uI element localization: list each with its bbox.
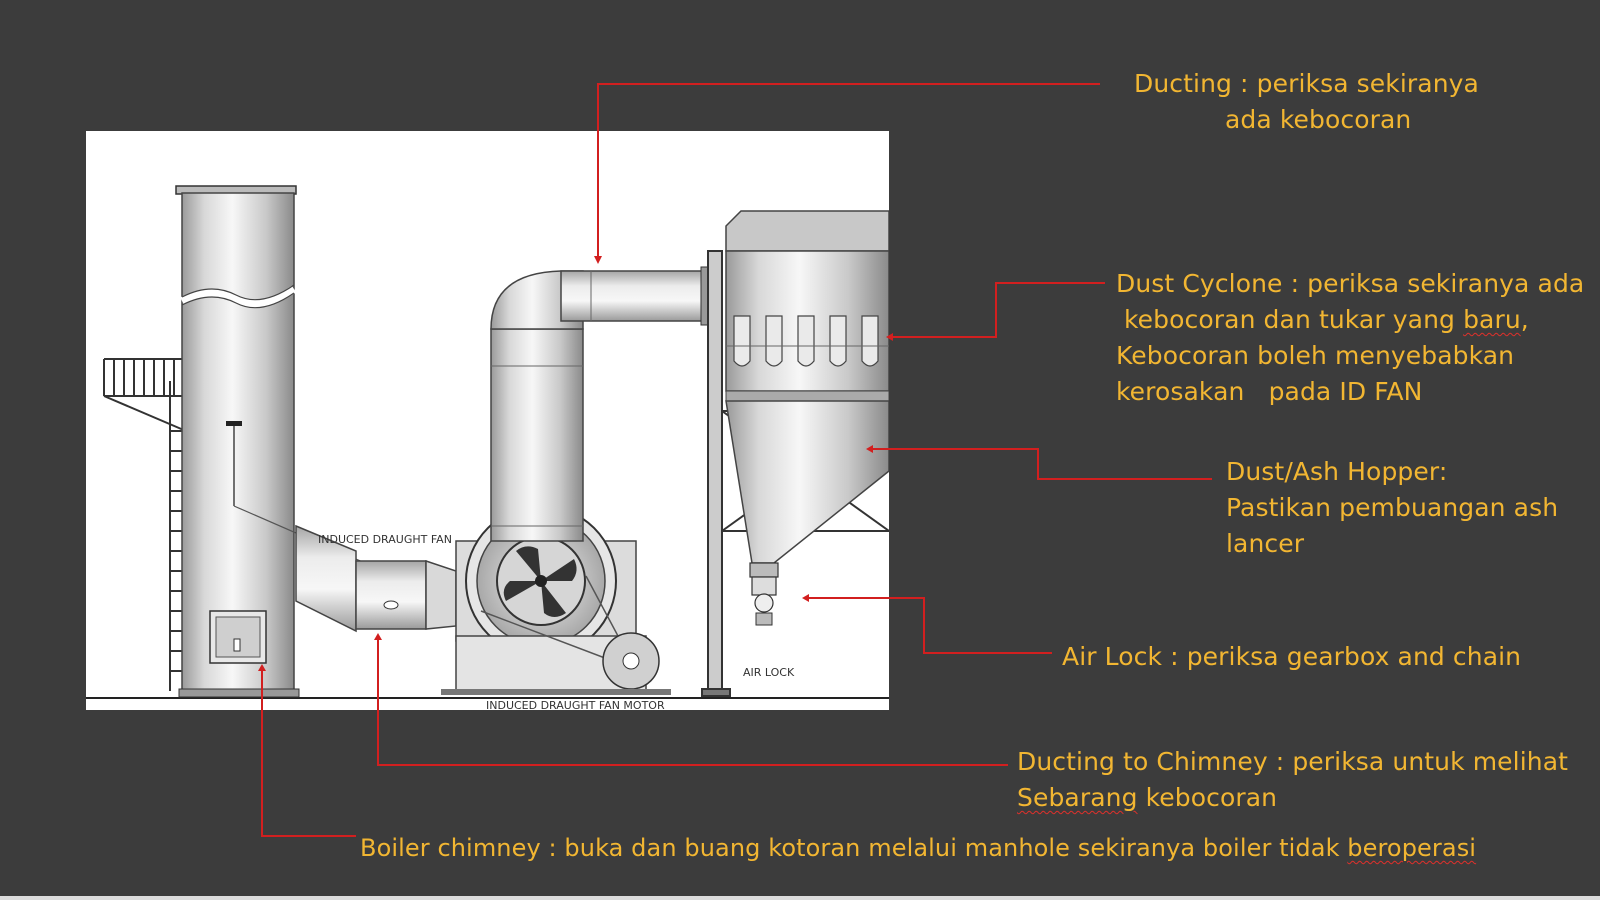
label-air-lock: AIR LOCK	[743, 666, 795, 679]
dust-cyclone-line-3: Kebocoran boleh menyebabkan	[1116, 341, 1515, 370]
ducting-chimney-line-1: Ducting to Chimney : periksa untuk melih…	[1017, 747, 1569, 776]
chimney-manhole	[209, 610, 267, 664]
chimney-stairs	[103, 358, 187, 691]
hopper-line-3: lancer	[1226, 529, 1305, 558]
label-fan-motor: INDUCED DRAUGHT FAN MOTOR	[486, 699, 665, 710]
dust-cyclone-line-2: kebocoran dan tukar yang baru,	[1116, 302, 1584, 338]
ducting-chimney-line-2: Sebarang kebocoran	[1017, 780, 1568, 816]
dust-cyclone-line-2-baru: baru	[1463, 305, 1521, 334]
horizontal-duct	[560, 266, 710, 326]
chimney-stack	[175, 185, 300, 698]
vertical-duct	[490, 270, 592, 542]
leader-dust-cyclone	[892, 282, 1105, 338]
annotation-ducting: Ducting : periksa sekiranya ada kebocora…	[1134, 66, 1479, 138]
ducting-line-1: Ducting : periksa sekiranya	[1134, 69, 1479, 98]
ducting-line-2: ada kebocoran	[1225, 105, 1412, 134]
dust-cyclone-line-4: kerosakan pada ID FAN	[1116, 377, 1423, 406]
annotation-dust-cyclone: Dust Cyclone : periksa sekiranya ada keb…	[1116, 266, 1584, 410]
hopper-line-2: Pastikan pembuangan ash	[1226, 493, 1559, 522]
dust-cyclone	[725, 210, 889, 402]
dust-cyclone-line-2-comma: ,	[1520, 305, 1529, 334]
boiler-chimney-text: Boiler chimney : buka dan buang kotoran …	[360, 834, 1348, 862]
boiler-chimney-beroperasi: beroperasi	[1347, 834, 1477, 862]
duct-to-chimney	[295, 524, 457, 633]
annotation-air-lock: Air Lock : periksa gearbox and chain	[1062, 639, 1521, 675]
air-lock-valve	[751, 576, 777, 626]
annotation-ducting-to-chimney: Ducting to Chimney : periksa untuk melih…	[1017, 744, 1568, 816]
air-lock-line-1: Air Lock : periksa gearbox and chain	[1062, 642, 1522, 671]
ducting-chimney-line-2-text: kebocoran	[1137, 783, 1278, 812]
cyclone-filter-bags	[733, 315, 879, 367]
dust-cyclone-line-2-text: kebocoran dan tukar yang	[1124, 305, 1464, 334]
label-induced-draught-fan: INDUCED DRAUGHT FAN	[318, 533, 452, 546]
boiler-chimney-line-1: Boiler chimney : buka dan buang kotoran …	[360, 830, 1476, 866]
bottom-edge	[0, 896, 1600, 900]
diagram-illustration: INDUCED DRAUGHT FAN AIR LOCK INDUCED DRA…	[86, 185, 889, 710]
leader-hopper	[872, 448, 1212, 480]
ducting-chimney-sebarang: Sebarang	[1017, 783, 1138, 812]
dust-hopper	[725, 400, 889, 578]
hopper-line-1: Dust/Ash Hopper:	[1226, 457, 1448, 486]
annotation-hopper: Dust/Ash Hopper: Pastikan pembuangan ash…	[1226, 454, 1558, 562]
dust-cyclone-line-1: Dust Cyclone : periksa sekiranya ada	[1116, 269, 1585, 298]
annotation-boiler-chimney: Boiler chimney : buka dan buang kotoran …	[360, 830, 1476, 866]
dust-collection-system-diagram: INDUCED DRAUGHT FAN AIR LOCK INDUCED DRA…	[86, 131, 889, 710]
